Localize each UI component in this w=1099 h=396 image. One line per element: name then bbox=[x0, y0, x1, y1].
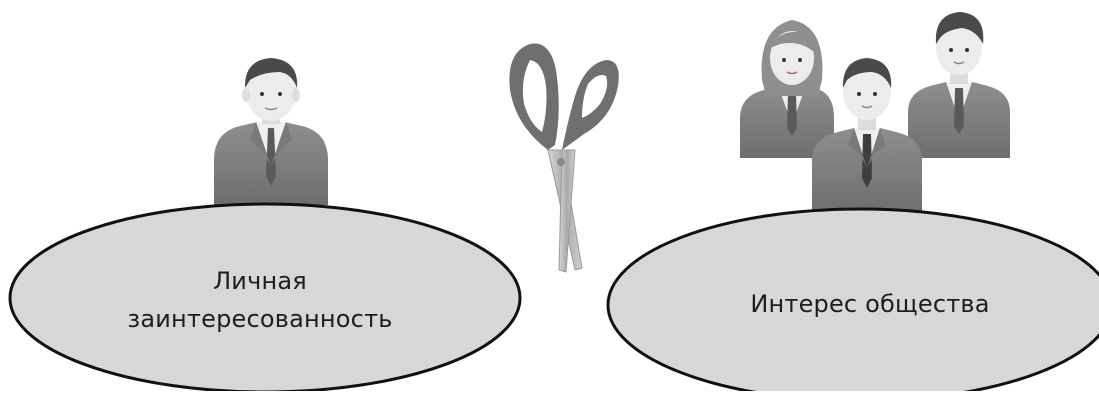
person-left-icon bbox=[214, 58, 328, 205]
left-ellipse-label: Личная заинтересованность bbox=[80, 262, 440, 338]
left-label-line1: Личная bbox=[80, 262, 440, 300]
left-label-line2: заинтересованность bbox=[80, 300, 440, 338]
person-man-back-icon bbox=[908, 12, 1010, 158]
scissors-icon bbox=[509, 44, 618, 272]
person-woman-icon bbox=[740, 20, 834, 158]
right-ellipse-label: Интерес общества bbox=[700, 285, 1040, 323]
